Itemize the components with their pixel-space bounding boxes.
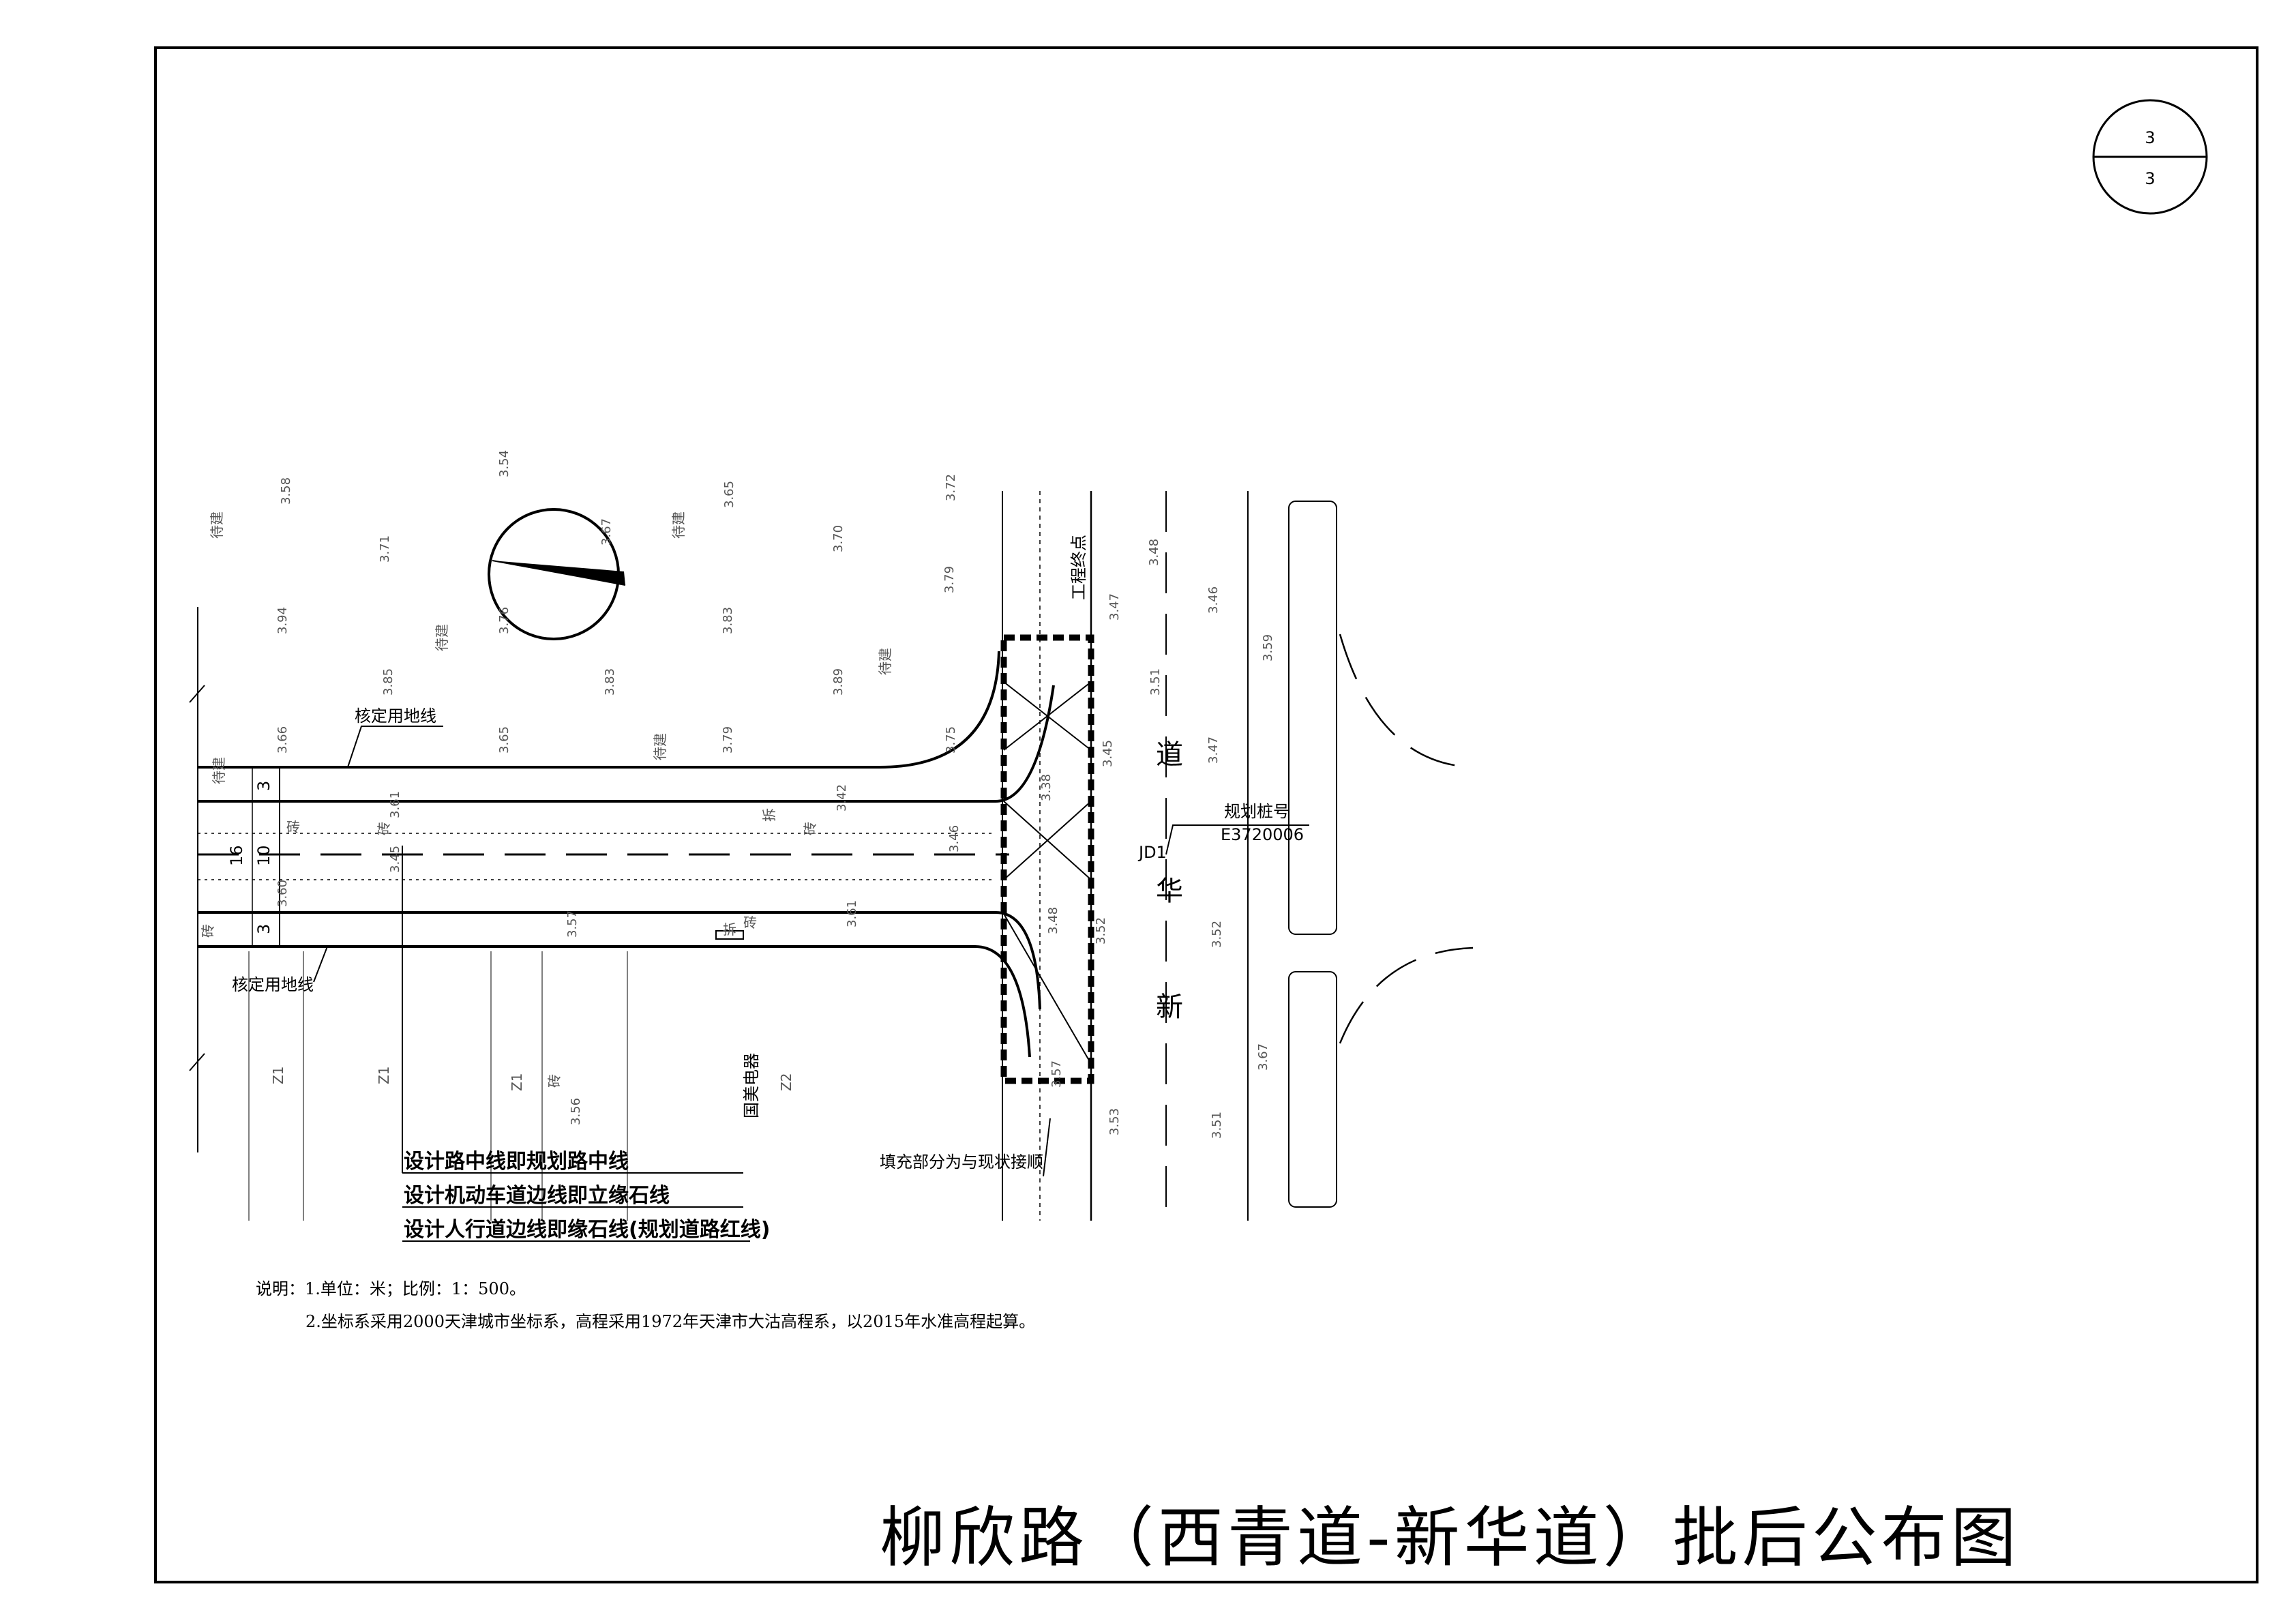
road-lines (189, 491, 1474, 1242)
label-hedingyongdi-bottom: 核定用地线 (232, 975, 314, 994)
site-zhuan: 砖 (376, 822, 392, 835)
elevation: 3.54 (497, 450, 511, 477)
site-annotations: 待建 待建 待建 待建 待建 待建 砖 砖 砖 砖 砖 砖 Z1 Z1 Z1 Z… (200, 511, 893, 1091)
elevation: 3.75 (944, 726, 958, 754)
elevation: 3.42 (835, 784, 849, 812)
elevation: 3.65 (497, 726, 511, 754)
elevation: 3.45 (388, 846, 402, 873)
site-daijian: 待建 (434, 624, 450, 651)
site-daijian: 待建 (652, 733, 668, 760)
elevation: 3.58 (279, 477, 293, 505)
elevation: 3.61 (845, 900, 859, 927)
elevation: 3.47 (1107, 593, 1122, 621)
elevation: 3.45 (1101, 740, 1115, 767)
elevation: 3.38 (1039, 774, 1054, 801)
site-zhuan: 砖 (743, 914, 757, 931)
label-zhuanghao-value: E3720006 (1221, 825, 1304, 844)
label-jd: JD1 (1137, 843, 1167, 862)
elevation: 3.60 (275, 880, 290, 907)
elevation: 3.72 (944, 474, 958, 501)
sheet-number-bottom: 3 (2145, 169, 2155, 188)
elevation: 3.85 (381, 668, 396, 696)
site-chai: 拆 (723, 921, 736, 938)
site-zhuan: 砖 (546, 1074, 563, 1088)
site-daijian: 待建 (209, 511, 225, 539)
site-z1: Z1 (509, 1073, 525, 1091)
elevation: 3.52 (1210, 921, 1224, 948)
site-zhuan: 砖 (802, 822, 818, 835)
elevation: 3.67 (599, 518, 614, 546)
note-line-1: 说明：1.单位：米；比例：1：500。 (256, 1279, 526, 1298)
elevation: 3.57 (565, 910, 580, 938)
road-name-char-2: 华 (1156, 876, 1183, 907)
dim-middle: 10 (254, 845, 273, 866)
elevation: 3.71 (378, 535, 392, 563)
legend-item-3: 设计人行道边线即缘石线(规划道路红线) (404, 1218, 770, 1242)
label-tianchong: 填充部分为与现状接顺 (880, 1152, 1043, 1172)
dim-side-top: 3 (254, 781, 273, 791)
elevation: 3.76 (497, 607, 511, 634)
legend-item-1: 设计路中线即规划路中线 (404, 1150, 629, 1174)
elevation: 3.46 (947, 825, 961, 852)
elevation: 3.46 (1206, 586, 1221, 614)
elevation: 3.48 (1147, 539, 1161, 566)
elevation: 3.61 (388, 791, 402, 818)
dim-side-bottom: 3 (254, 924, 273, 934)
site-zhuan: 砖 (286, 819, 300, 835)
elevation: 3.79 (942, 566, 957, 593)
road-name-char-3: 道 (1156, 739, 1183, 771)
note-line-2: 2.坐标系采用2000天津城市坐标系，高程采用1972年天津市大沽高程系，以20… (305, 1312, 1035, 1331)
elevation: 3.65 (722, 481, 736, 508)
elevation: 3.83 (603, 668, 617, 696)
road-name-char-1: 新 (1156, 992, 1183, 1023)
elevation: 3.57 (1049, 1060, 1064, 1088)
elevation: 3.52 (1094, 917, 1108, 944)
north-arrow-icon (488, 508, 626, 640)
elevation: 3.79 (721, 726, 735, 754)
elevation: 3.94 (275, 607, 290, 634)
site-zhuan: 砖 (200, 924, 216, 938)
elevation: 3.59 (1261, 634, 1275, 661)
elevation: 3.67 (1256, 1043, 1270, 1071)
page-title: 柳欣路（西青道-新华道）批后公布图 (880, 1500, 2021, 1576)
site-daijian: 待建 (877, 648, 893, 675)
sheet-border (154, 46, 2258, 1583)
site-z1: Z1 (270, 1067, 286, 1084)
label-building: 国美电器 (742, 1053, 761, 1118)
elevation: 3.56 (569, 1098, 583, 1125)
elevation: 3.66 (275, 726, 290, 754)
sheet-number: 3 3 (2092, 99, 2208, 215)
elevation: 3.51 (1148, 668, 1163, 696)
site-z2: Z2 (778, 1073, 794, 1091)
site-daijian: 待建 (211, 757, 227, 784)
legend: 设计路中线即规划路中线 设计机动车道边线即立缘石线 设计人行道边线即缘石线(规划… (404, 1150, 770, 1242)
label-guihua-zhuanghao: 规划桩号 (1224, 802, 1289, 821)
site-daijian: 待建 (670, 511, 687, 539)
site-chai: 拆 (761, 808, 777, 822)
legend-item-2: 设计机动车道边线即立缘石线 (404, 1184, 670, 1208)
dim-total: 16 (227, 845, 246, 866)
elevation: 3.70 (831, 525, 846, 552)
elevation: 3.83 (721, 607, 735, 634)
label-hedingyongdi-top: 核定用地线 (355, 706, 436, 726)
sheet-number-top: 3 (2145, 128, 2155, 147)
elevation: 3.47 (1206, 736, 1221, 764)
elevation: 3.51 (1210, 1112, 1224, 1139)
elevation: 3.53 (1107, 1108, 1122, 1135)
elevation-points: 3.58 3.54 3.71 3.65 3.70 3.72 3.67 3.94 … (275, 450, 1275, 1139)
elevation: 3.89 (831, 668, 846, 696)
elevation: 3.48 (1046, 907, 1060, 934)
site-z1: Z1 (376, 1067, 392, 1084)
label-gongcheng-zhongdian: 工程终点 (1069, 535, 1088, 600)
